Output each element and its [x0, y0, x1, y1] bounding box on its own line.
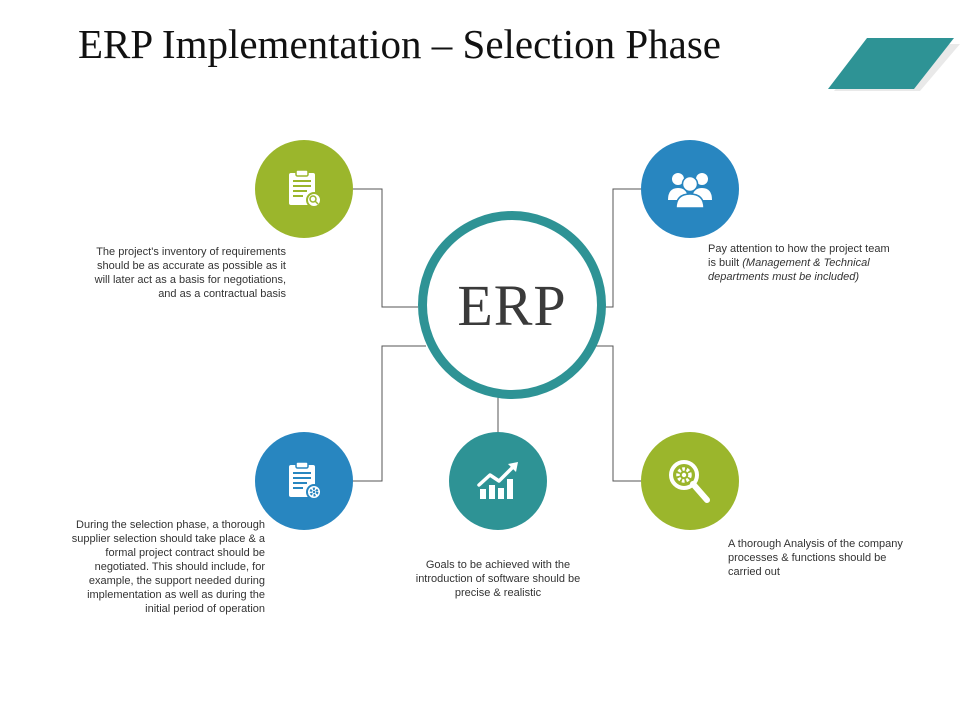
slide-title: ERP Implementation – Selection Phase [78, 21, 721, 67]
text-analysis: A thorough Analysis of the company proce… [728, 538, 903, 578]
node-team [641, 140, 739, 238]
clipboard-search-icon [289, 169, 322, 208]
node-supplier [255, 432, 353, 530]
hub-label: ERP [457, 272, 567, 338]
clipboard-gear-icon [289, 461, 322, 500]
magnifier-gear-icon [669, 460, 710, 503]
connector-analysis [583, 345, 641, 482]
team-icon [668, 173, 712, 209]
text-requirements: The project's inventory of requirements … [94, 246, 286, 300]
node-goals [449, 432, 547, 530]
node-analysis [641, 432, 739, 530]
node-requirements [255, 140, 353, 238]
connector-supplier [351, 345, 426, 482]
text-supplier: During the selection phase, a thorough s… [71, 519, 265, 615]
growth-chart-icon [477, 462, 518, 499]
connector-requirements [351, 188, 418, 308]
erp-hub-circle: ERP [418, 211, 606, 399]
text-team: Pay attention to how the project team is… [708, 243, 890, 283]
text-goals: Goals to be achieved with the introducti… [415, 559, 581, 599]
